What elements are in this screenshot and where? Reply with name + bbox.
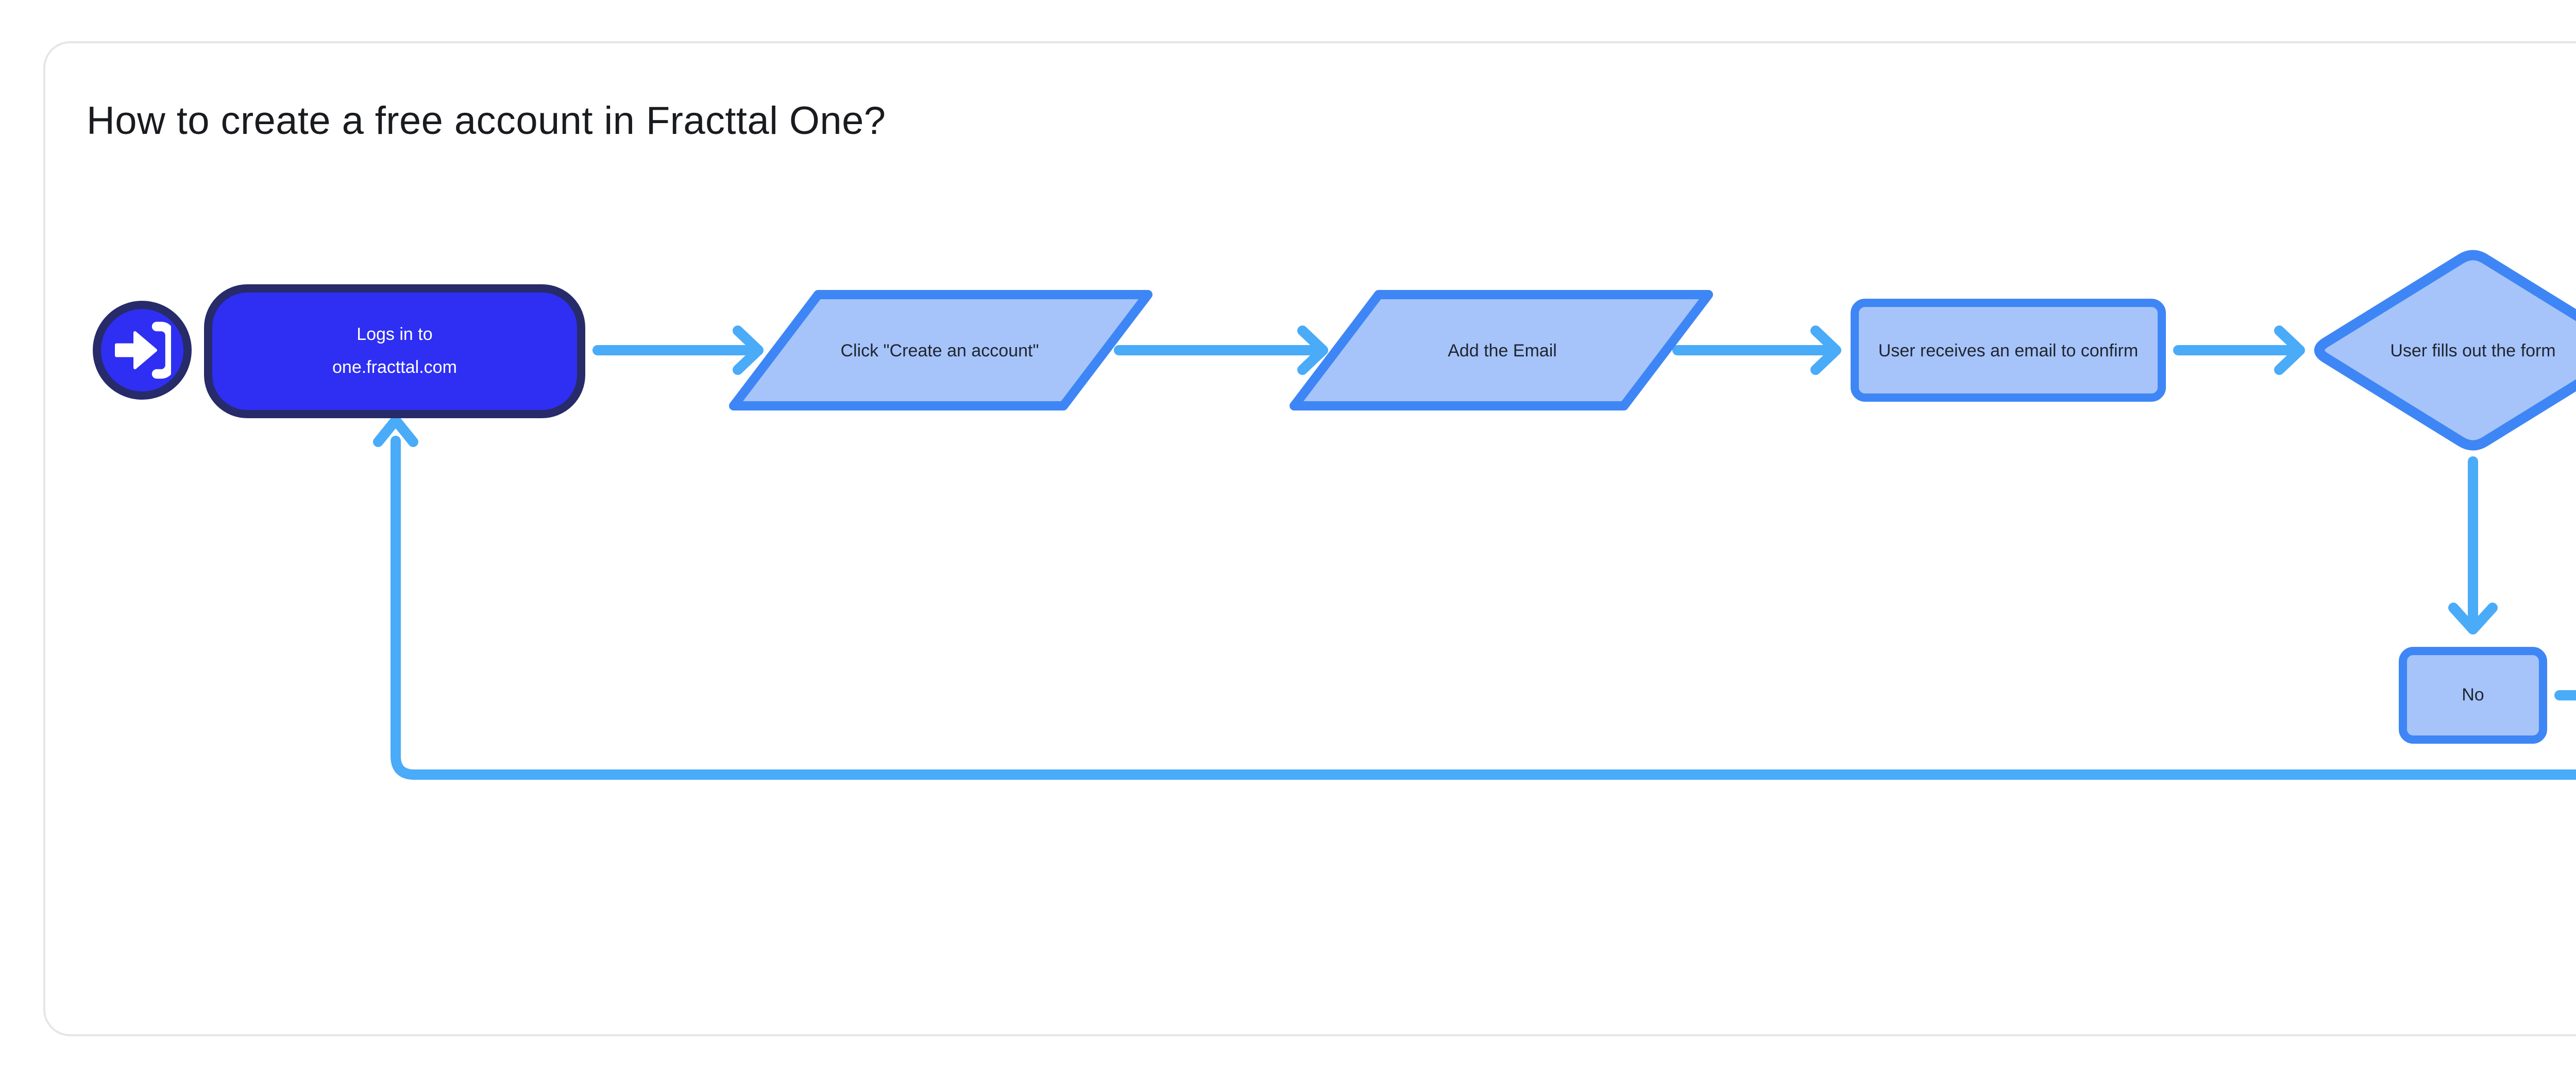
io-shape-click-create	[729, 290, 1153, 410]
login-arrow-icon	[115, 321, 171, 379]
node-no: No	[2399, 647, 2547, 744]
node-add-email-label: Add the Email	[1448, 340, 1557, 361]
node-login-line1: Logs in to	[357, 323, 433, 344]
flowchart-card	[43, 41, 2576, 1036]
node-no-label: No	[2462, 684, 2484, 705]
feedback-line-expired-to-login	[391, 436, 2576, 780]
node-receive-email-label: User receives an email to confirm	[1878, 339, 2139, 360]
arrowhead	[373, 415, 418, 447]
arrowhead	[2448, 603, 2498, 635]
start-node	[93, 301, 192, 400]
io-shape-add-email	[1290, 290, 1713, 410]
arrowhead	[1297, 326, 1328, 375]
decision-shape-fills-form	[2314, 250, 2576, 451]
node-decision-label: User fills out the form	[2329, 301, 2576, 400]
node-decision-line1: User fills out the	[2390, 339, 2516, 361]
page-title: How to create a free account in Fracttal…	[87, 101, 886, 144]
arrowhead	[733, 326, 764, 375]
node-decision-line2: form	[2520, 339, 2556, 361]
node-login: Logs in to one.fracttal.com	[204, 283, 585, 417]
node-login-line2: one.fracttal.com	[332, 356, 457, 377]
arrowhead	[2274, 326, 2305, 375]
node-receive-email: User receives an email to confirm	[1851, 299, 2166, 402]
node-click-create-label: Click "Create an account"	[840, 340, 1039, 361]
arrowhead	[1810, 326, 1841, 375]
